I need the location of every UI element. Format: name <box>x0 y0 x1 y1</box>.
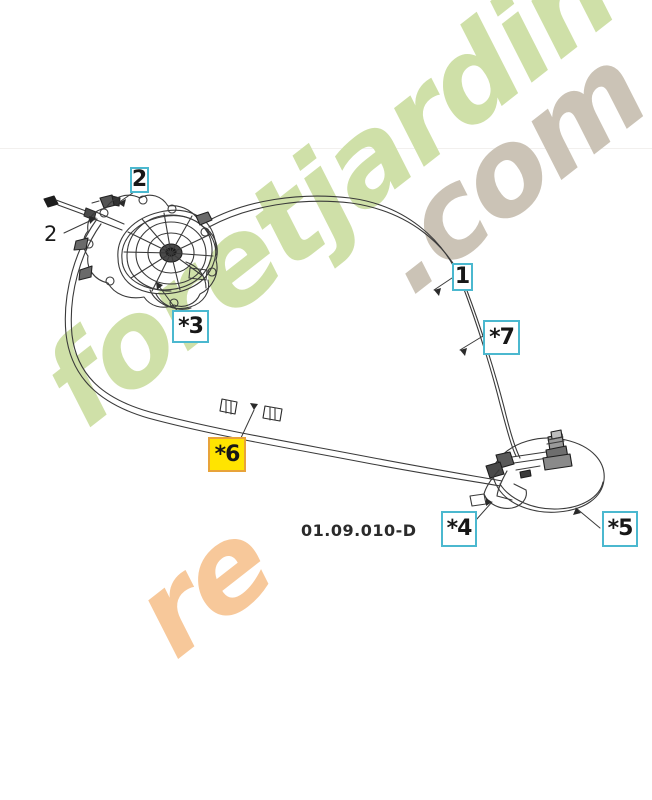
callout-box-3[interactable]: *3 <box>172 310 209 343</box>
cable-ferrule-fittings <box>219 398 283 422</box>
cable-end-terminal <box>43 195 125 231</box>
callout-box-1[interactable]: 1 <box>452 263 473 291</box>
callout-box-7[interactable]: *7 <box>483 320 520 355</box>
spindle-bolt <box>542 429 573 471</box>
callout-box-5[interactable]: *5 <box>602 511 638 547</box>
callout-box-6[interactable]: *6 <box>208 437 246 472</box>
drive-gearbox-housing <box>73 194 218 310</box>
drawing-number-label: 01.09.010-D <box>301 521 417 540</box>
control-cable-lower <box>64 218 503 487</box>
mounting-bracket <box>469 451 532 509</box>
callout-box-2[interactable]: 2 <box>130 167 149 193</box>
leader-arrowheads <box>89 199 581 515</box>
callout-box-4[interactable]: *4 <box>441 511 477 547</box>
control-cable-upper <box>205 195 521 459</box>
callout-label-2-plain: 2 <box>44 222 58 246</box>
blade-spindle-pulley <box>469 429 605 513</box>
fastener-screw <box>91 194 121 209</box>
leader-lines <box>63 191 601 529</box>
header-separator-line <box>0 148 652 149</box>
fan-grille-cover <box>117 209 217 295</box>
